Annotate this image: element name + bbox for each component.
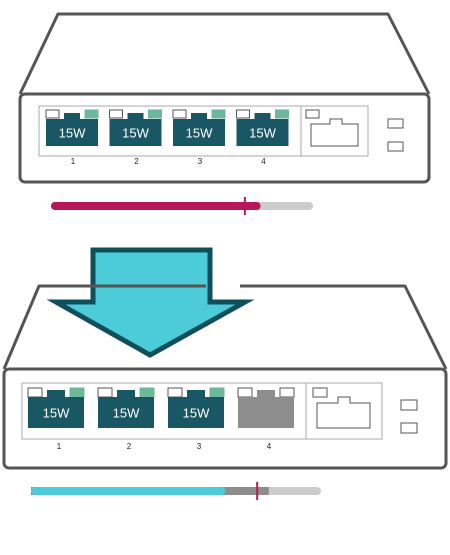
- status-led-icon: [236, 109, 250, 119]
- ethernet-port-icon: [236, 113, 289, 146]
- ethernet-port-icon: [238, 390, 294, 428]
- bottom-side-button-2: [400, 422, 418, 434]
- bottom-switch-lid: [2, 284, 206, 370]
- top-switch-lid: [18, 12, 431, 95]
- bottom-switch: 15W 1 15W 2 15W 3 4: [2, 284, 448, 470]
- bottom-port-1: 15W 1: [27, 387, 85, 451]
- port-power-label: 15W: [186, 126, 213, 141]
- poe-led-icon: [84, 109, 99, 119]
- port-number: 4: [261, 157, 266, 166]
- top-side-button-1: [387, 118, 404, 129]
- status-led-icon: [172, 109, 187, 119]
- poe-led-icon: [69, 387, 85, 398]
- port-number: 2: [134, 157, 139, 166]
- bottom-side-button-1: [400, 399, 418, 411]
- port-power-label: 15W: [59, 126, 86, 141]
- ethernet-port-icon: [28, 390, 84, 428]
- poe-led-icon: [279, 387, 295, 398]
- status-led-icon: [97, 387, 113, 398]
- top-power-bar: [51, 197, 313, 215]
- poe-led-icon: [209, 387, 225, 398]
- bottom-power-bar-fill: [31, 487, 226, 495]
- bottom-port-group: 15W 1 15W 2 15W 3 4: [27, 387, 295, 451]
- ethernet-port-icon: [46, 113, 98, 146]
- port-power-label: 15W: [43, 406, 70, 421]
- bottom-switch-lid-right: [240, 284, 448, 370]
- port-power-label: 15W: [183, 406, 210, 421]
- poe-led-icon: [275, 109, 289, 119]
- port-number: 4: [267, 442, 272, 451]
- poe-led-icon: [148, 109, 162, 119]
- port-power-label: 15W: [249, 126, 276, 141]
- poe-led-icon: [211, 109, 226, 119]
- down-arrow-icon: [46, 247, 255, 358]
- status-led-icon: [167, 387, 183, 398]
- status-led-icon: [27, 387, 43, 398]
- port-number: 1: [71, 157, 76, 166]
- status-led-icon: [305, 109, 320, 119]
- bottom-uplink-port: [312, 387, 371, 429]
- top-port-2: 15W 2: [109, 109, 162, 166]
- ethernet-port-icon: [310, 118, 359, 147]
- status-led-icon: [45, 109, 60, 119]
- status-led-icon: [237, 387, 253, 398]
- ethernet-port-icon: [109, 113, 162, 146]
- bottom-port-3: 15W 3: [167, 387, 225, 451]
- bottom-power-bar: [31, 482, 321, 500]
- port-number: 2: [127, 442, 132, 451]
- bottom-port-4: 4: [237, 387, 295, 451]
- ethernet-port-icon: [168, 390, 224, 428]
- port-number: 1: [57, 442, 62, 451]
- top-side-button-2: [387, 141, 404, 152]
- bottom-port-2: 15W 2: [97, 387, 155, 451]
- top-switch: 15W 1 15W 2 15W 3 15W 4: [18, 12, 431, 184]
- ethernet-port-icon: [98, 390, 154, 428]
- top-port-4: 15W 4: [236, 109, 289, 166]
- ethernet-port-icon: [173, 113, 225, 146]
- port-power-label: 15W: [113, 406, 140, 421]
- top-port-1: 15W 1: [45, 109, 99, 166]
- top-power-bar-fill: [51, 202, 261, 210]
- bottom-power-bar-marker: [256, 482, 259, 500]
- top-port-3: 15W 3: [172, 109, 226, 166]
- port-number: 3: [197, 442, 202, 451]
- top-port-group: 15W 1 15W 2 15W 3 15W 4: [45, 109, 289, 166]
- poe-led-icon: [139, 387, 155, 398]
- top-uplink-port: [305, 109, 359, 147]
- top-power-bar-marker: [243, 197, 246, 215]
- status-led-icon: [109, 109, 123, 119]
- port-power-label: 15W: [122, 126, 149, 141]
- ethernet-port-icon: [316, 396, 371, 429]
- port-number: 3: [198, 157, 203, 166]
- status-led-icon: [312, 387, 328, 398]
